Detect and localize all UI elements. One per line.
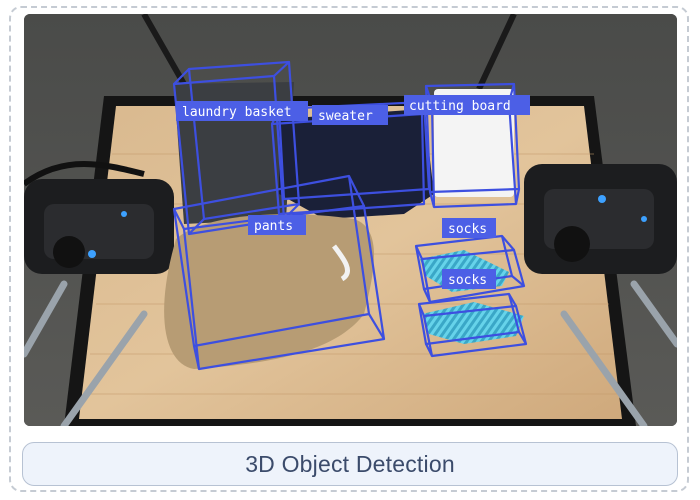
pants-object [164, 214, 374, 369]
caption-text: 3D Object Detection [245, 450, 455, 477]
label-cutting-board: cutting board [404, 95, 530, 115]
camera-view: laundry basket sweater cutting board pan… [24, 14, 677, 426]
bbox-socks-upper [414, 234, 526, 304]
right-robot-arm [524, 164, 677, 274]
label-text-laundry-basket: laundry basket [182, 105, 292, 120]
bbox-socks-lower [417, 292, 528, 358]
label-sweater: sweater [312, 105, 388, 125]
scene-svg: laundry basket sweater cutting board pan… [24, 14, 677, 426]
label-socks-lower: socks [442, 269, 496, 289]
label-text-socks-upper: socks [448, 222, 487, 237]
camera-poles [141, 14, 517, 91]
left-robot-arm [24, 161, 174, 274]
cutting-board-object [434, 89, 514, 197]
pants-tag [332, 244, 350, 282]
bbox-pants [172, 174, 386, 371]
label-laundry-basket: laundry basket [176, 101, 308, 121]
label-text-sweater: sweater [318, 109, 373, 124]
label-text-pants: pants [254, 219, 293, 234]
label-text-socks-lower: socks [448, 273, 487, 288]
label-text-cutting-board: cutting board [409, 99, 511, 114]
sweater-object [279, 109, 434, 219]
label-socks-upper: socks [442, 218, 496, 238]
caption-bar: 3D Object Detection [22, 442, 678, 486]
table-legs [24, 280, 677, 426]
label-pants: pants [248, 215, 306, 235]
